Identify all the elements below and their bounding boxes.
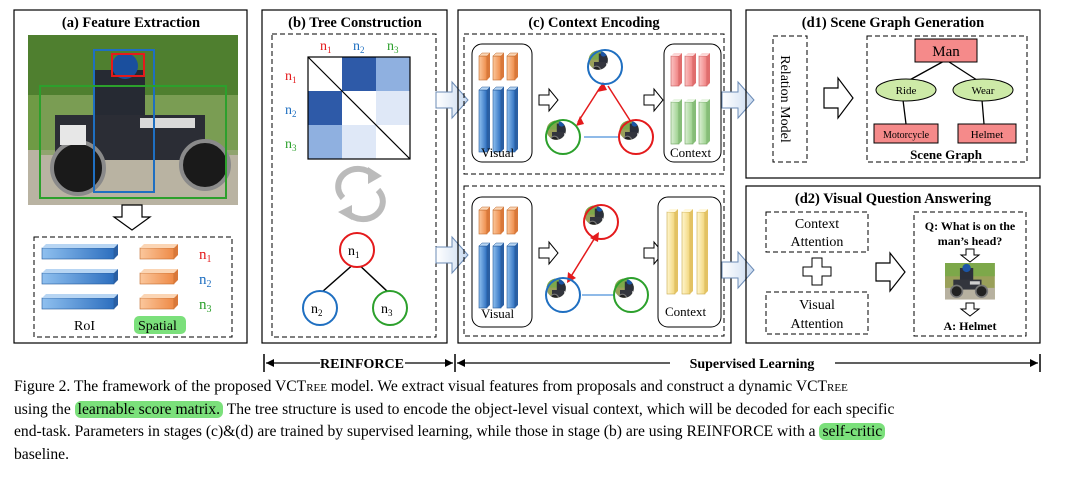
n2-label-a: n2: [199, 272, 212, 290]
big-arrow-icon: [823, 76, 854, 120]
motorcycle-box: [39, 85, 227, 199]
roi-label: RoI: [74, 319, 95, 334]
context-attention-line1: Context: [795, 217, 839, 232]
down-arrow-icon: [959, 248, 981, 263]
caption-text: model. We extract visual features from p…: [326, 378, 796, 395]
supervised-learning-label: Supervised Learning: [690, 357, 815, 372]
spatial-label: Spatial: [138, 319, 177, 334]
caption-vctree-suffix: ree: [827, 378, 848, 395]
node-man-label: Man: [932, 44, 960, 60]
tree-node-n2: n2: [311, 302, 323, 318]
node-ride: [875, 78, 937, 102]
arrow-c-to-d1: [721, 80, 755, 120]
tree: n1 n2 n3: [302, 232, 408, 326]
caption-figure-label: Figure 2. The framework of the proposed: [14, 378, 275, 395]
big-arrow-icon: [875, 251, 906, 293]
panel-b-title: (b) Tree Construction: [288, 15, 422, 31]
caption-text: The tree structure is used to encode the…: [223, 400, 895, 418]
helmet-box: [111, 53, 145, 77]
panel-d1-title: (d1) Scene Graph Generation: [802, 15, 984, 31]
context-attention-line2: Attention: [791, 235, 844, 250]
person-box: [93, 49, 155, 193]
row-n2-label: n2: [285, 103, 297, 119]
node-ride-label: Ride: [896, 85, 917, 97]
score-matrix: [307, 56, 411, 160]
row-n1-label: n1: [285, 69, 297, 85]
n3-label-a: n3: [199, 297, 212, 315]
small-arrow-icon: [643, 87, 664, 113]
object-graph-bottom: [545, 204, 649, 313]
caption-text: end-task. Parameters in stages (c)&(d) a…: [14, 423, 820, 440]
panel-scene-graph-generation: (d1) Scene Graph Generation Relation Mod…: [745, 9, 1041, 179]
col-n3-label: n3: [387, 39, 399, 55]
spatial-feature-bars: [139, 244, 178, 310]
panel-tree-construction: (b) Tree Construction n1 n2 n3 n1 n2 n3: [261, 9, 448, 344]
panel-a-title: (a) Feature Extraction: [62, 15, 200, 31]
plus-icon: [802, 257, 832, 286]
caption-vctree: VCT: [275, 378, 307, 395]
vqa-photo: [944, 262, 996, 301]
node-motorcycle: [873, 123, 939, 144]
scene-photo: [28, 35, 238, 205]
panel-d2-title: (d2) Visual Question Answering: [795, 191, 992, 207]
vqa-answer: A: Helmet: [944, 319, 997, 333]
small-arrow-icon: [538, 240, 559, 266]
arrow-b-to-c-top: [435, 80, 469, 120]
visual-label-bottom: Visual: [481, 306, 515, 321]
scene-graph-caption: Scene Graph: [910, 147, 983, 162]
caption-highlight-score-matrix: learnable score matrix.: [74, 400, 224, 418]
tree-node-n3: n3: [381, 302, 393, 318]
vqa-question-line2: man’s head?: [938, 234, 1003, 248]
caption-vctree: VCT: [795, 378, 828, 395]
tree-node-n1: n1: [348, 244, 360, 260]
n1-label-a: n1: [199, 247, 212, 265]
reinforce-label: REINFORCE: [320, 357, 404, 372]
context-label-top: Context: [670, 145, 712, 160]
cycle-arrows-icon: [335, 165, 386, 223]
visual-attention-line2: Attention: [791, 317, 844, 332]
caption-text: using the: [14, 400, 75, 418]
col-n2-label: n2: [353, 39, 365, 55]
col-n1-label: n1: [320, 39, 332, 55]
spatial-highlight: [134, 316, 186, 334]
context-bars-top: [670, 53, 710, 145]
node-helmet-label: Helmet: [971, 129, 1003, 141]
panel-context-encoding: (c) Context Encoding Visual: [457, 9, 732, 344]
arrow-b-to-c-bottom: [435, 235, 469, 275]
context-label-bottom: Context: [665, 304, 707, 319]
visual-attention-line1: Visual: [799, 298, 835, 313]
panel-c-title: (c) Context Encoding: [528, 15, 660, 31]
object-graph-top: [545, 49, 654, 155]
caption-text: baseline.: [14, 445, 69, 463]
panel-feature-extraction: (a) Feature Extraction: [13, 9, 248, 344]
roi-feature-bars: [41, 244, 118, 310]
down-arrow-icon: [112, 204, 152, 231]
arrow-c-to-d2: [721, 250, 755, 290]
node-man: [914, 38, 978, 63]
panel-visual-question-answering: (d2) Visual Question Answering Context A…: [745, 185, 1041, 344]
caption-vctree-suffix: ree: [306, 378, 327, 395]
node-motorcycle-label: Motorcycle: [883, 130, 930, 141]
context-bars-bottom: [666, 209, 708, 295]
down-arrow-icon: [959, 302, 981, 317]
figure-caption: Figure 2. The framework of the proposed …: [14, 376, 1064, 466]
node-wear: [952, 78, 1014, 102]
node-wear-label: Wear: [972, 85, 995, 97]
small-arrow-icon: [538, 87, 559, 113]
caption-highlight-self-critic: self-critic: [819, 423, 886, 440]
row-n3-label: n3: [285, 137, 297, 153]
visual-label-top: Visual: [481, 145, 515, 160]
training-stage-bar: REINFORCE Supervised Learning: [263, 354, 1041, 372]
relation-model-label: Relation Model: [777, 55, 792, 143]
node-helmet: [957, 123, 1017, 144]
vqa-question-line1: Q: What is on the: [925, 219, 1016, 233]
